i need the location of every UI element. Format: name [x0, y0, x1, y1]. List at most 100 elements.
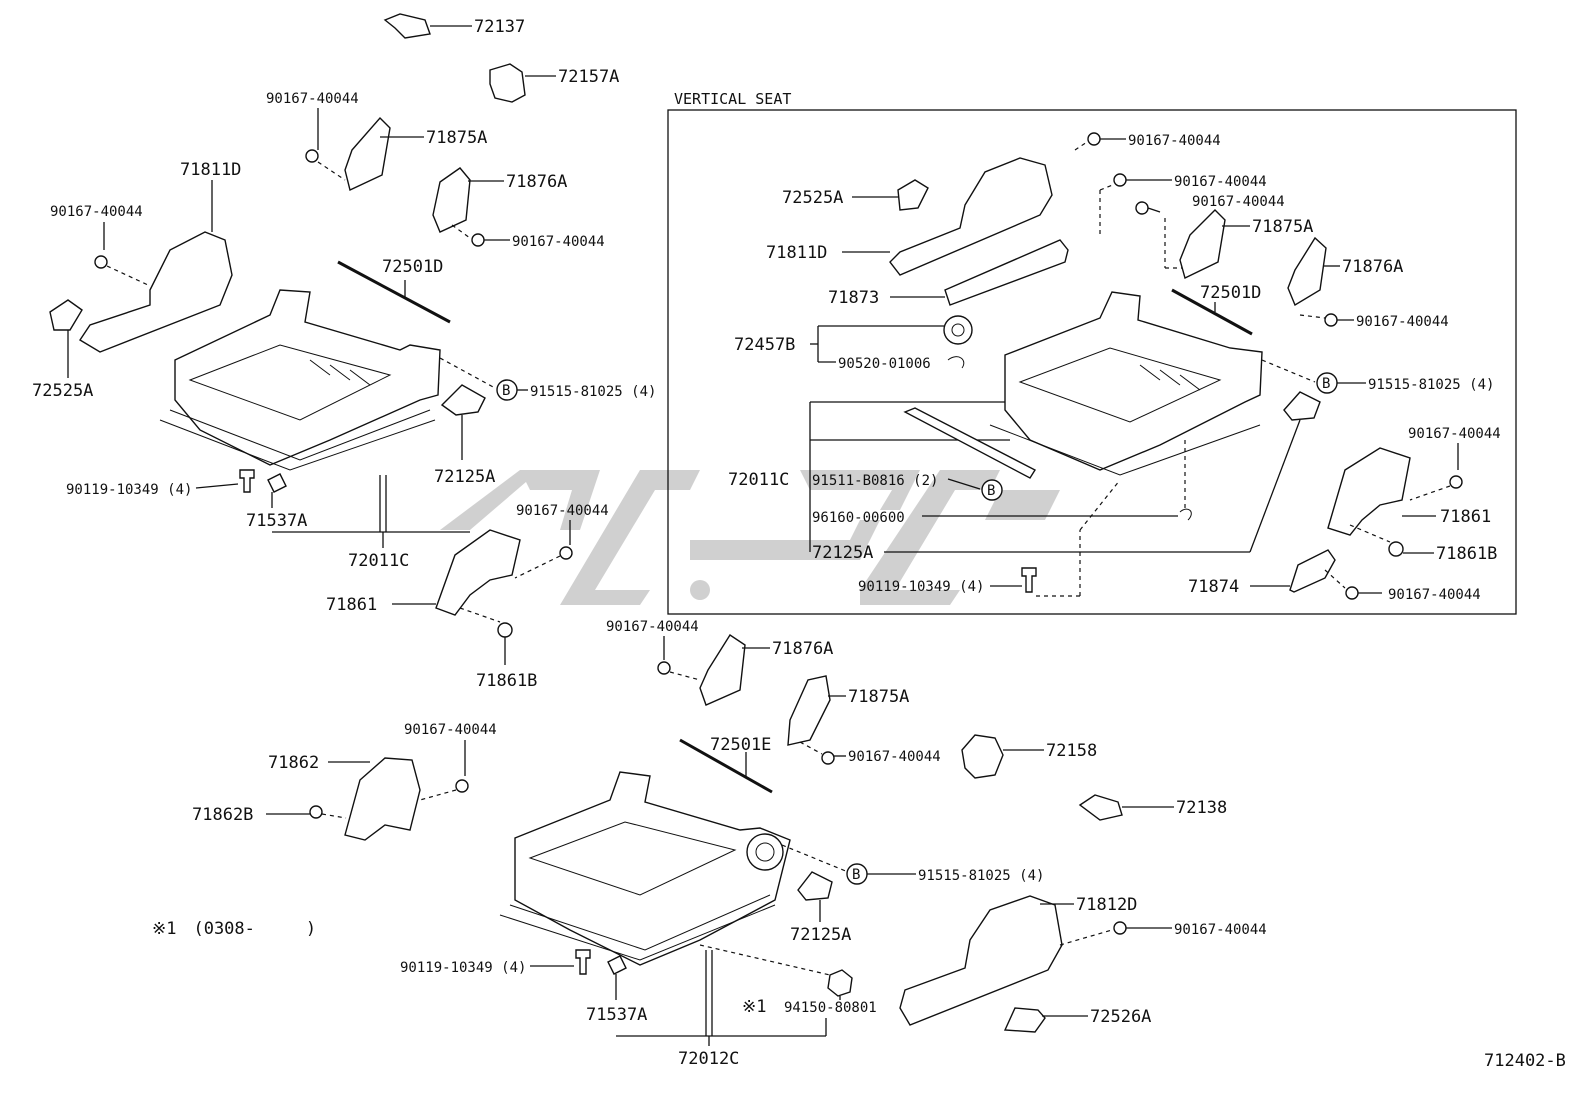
label-94150-mark: ※1 — [742, 997, 766, 1017]
bracket-72125A-shape — [440, 384, 486, 416]
label-72501E: 72501E — [710, 735, 771, 755]
figure-code: 712402-B — [1484, 1051, 1566, 1071]
bolt-icon — [657, 661, 671, 675]
label-71874: 71874 — [1188, 577, 1239, 597]
shield-71861-inset-shape — [1327, 447, 1411, 536]
bolt-icon — [1324, 313, 1338, 327]
recliner-cover-71812D-shape — [899, 895, 1063, 1026]
bolt-icon — [559, 546, 573, 560]
label-71537A-lower: 71537A — [586, 1005, 647, 1025]
note-0308: ※1 (0308- ) — [152, 919, 316, 939]
label-71862: 71862 — [268, 753, 319, 773]
cover-71875A-lower-shape — [787, 675, 831, 746]
bracket-71874-shape — [1289, 549, 1336, 593]
bolt-b-letter: B — [502, 383, 510, 399]
nut-94150-shape — [827, 969, 853, 997]
bolt-icon — [1449, 475, 1463, 489]
shield-71861-shape — [435, 529, 521, 616]
label-72526A: 72526A — [1090, 1007, 1151, 1027]
knob-72158-shape — [961, 734, 1004, 779]
label-72125A-left: 72125A — [434, 467, 495, 487]
label-71811D-left: 71811D — [180, 160, 241, 180]
label-71875A-lower: 71875A — [848, 687, 909, 707]
label-90167-lower-4: 90167-40044 — [1174, 922, 1267, 938]
label-90167-lower-2: 90167-40044 — [848, 749, 941, 765]
clip-72138-shape — [1078, 794, 1123, 821]
label-71875A-inset: 71875A — [1252, 217, 1313, 237]
clip-71861B-inset-shape — [1388, 541, 1404, 557]
recliner-cover-inset-shape — [889, 157, 1053, 276]
nut-71537A-lower-shape — [607, 955, 627, 975]
label-71875A-top: 71875A — [426, 128, 487, 148]
bolt-b-icon — [981, 479, 1003, 501]
bolt-icon — [94, 255, 108, 269]
cover-71876A-lower-shape — [699, 634, 746, 706]
label-90119-left: 90119-10349 (4) — [66, 482, 192, 498]
label-72157A: 72157A — [558, 67, 619, 87]
label-90119-inset: 90119-10349 (4) — [858, 579, 984, 595]
clip-72525A-shape — [49, 299, 83, 331]
label-72011C-left: 72011C — [348, 551, 409, 571]
bolt-b-letter: B — [987, 483, 995, 499]
label-90167-inset-5: 90167-40044 — [1408, 426, 1501, 442]
bolt-icon — [1021, 567, 1037, 593]
label-71873: 71873 — [828, 288, 879, 308]
label-71861B-inset: 71861B — [1436, 544, 1497, 564]
label-72138: 72138 — [1176, 798, 1227, 818]
label-96160: 96160-00600 — [812, 510, 905, 526]
label-72525A-left: 72525A — [32, 381, 93, 401]
label-71862B: 71862B — [192, 805, 253, 825]
seat-track-assembly-left — [174, 289, 441, 466]
label-72525A-inset: 72525A — [782, 188, 843, 208]
label-71537A-left: 71537A — [246, 511, 307, 531]
label-71861-left: 71861 — [326, 595, 377, 615]
bolt-icon — [821, 751, 835, 765]
bolt-icon — [455, 779, 469, 793]
bracket-71873-shape — [944, 239, 1069, 306]
label-90167-cover: 90167-40044 — [512, 234, 605, 250]
lower-assembly: 90167-40044 71876A 71875A 90167-40044 72… — [152, 619, 1267, 1069]
label-90167-left: 90167-40044 — [50, 204, 143, 220]
nut-71537A-shape — [267, 473, 287, 493]
label-71876A-inset: 71876A — [1342, 257, 1403, 277]
bolt-icon — [305, 149, 319, 163]
label-90167-inset-3: 90167-40044 — [1192, 194, 1285, 210]
bolt-icon — [575, 949, 591, 975]
bolt-b-letter: B — [852, 867, 860, 883]
label-90167-inset-6: 90167-40044 — [1388, 587, 1481, 603]
label-72501D-left: 72501D — [382, 257, 443, 277]
shield-71862-shape — [344, 757, 421, 841]
bolt-icon — [1345, 586, 1359, 600]
recliner-cover-71811D-shape — [79, 231, 233, 353]
bracket-72125A-inset-shape — [1283, 391, 1321, 421]
label-91515-inset: 91515-81025 (4) — [1368, 377, 1494, 393]
label-72125A-lower: 72125A — [790, 925, 851, 945]
inset-title: VERTICAL SEAT — [674, 90, 791, 108]
label-72125A-inset: 72125A — [812, 543, 873, 563]
rod-72501E-shape — [679, 738, 773, 794]
label-72457B: 72457B — [734, 335, 795, 355]
clip-71861B-shape — [497, 622, 513, 638]
label-91515-lower: 91515-81025 (4) — [918, 868, 1044, 884]
bolt-icon — [1113, 921, 1127, 935]
label-90167-lower-1: 90167-40044 — [606, 619, 699, 635]
label-94150: 94150-80801 — [784, 1000, 877, 1016]
seat-track-assembly-lower — [514, 771, 791, 966]
bracket-72125A-lower-shape — [797, 871, 833, 901]
watermark-logo — [440, 470, 1060, 605]
bolt-icon — [239, 469, 255, 493]
cover-71875A-inset-shape — [1179, 209, 1226, 279]
label-72012C: 72012C — [678, 1049, 739, 1069]
bolt-icon — [1113, 173, 1127, 187]
bolt-b-letter: B — [1322, 376, 1330, 392]
clip-72526A-shape — [1003, 1007, 1046, 1033]
clip-72137-shape — [383, 13, 431, 39]
label-90167-top: 90167-40044 — [266, 91, 359, 107]
vertical-seat-inset: 90167-40044 90167-40044 90167-40044 7252… — [728, 132, 1501, 603]
label-91511: 91511-B0816 (2) — [812, 473, 938, 489]
cover-71876A-shape — [432, 167, 471, 233]
label-72501D-inset: 72501D — [1200, 283, 1261, 303]
label-71876A-top: 71876A — [506, 172, 567, 192]
bolt-icon — [1135, 201, 1149, 215]
